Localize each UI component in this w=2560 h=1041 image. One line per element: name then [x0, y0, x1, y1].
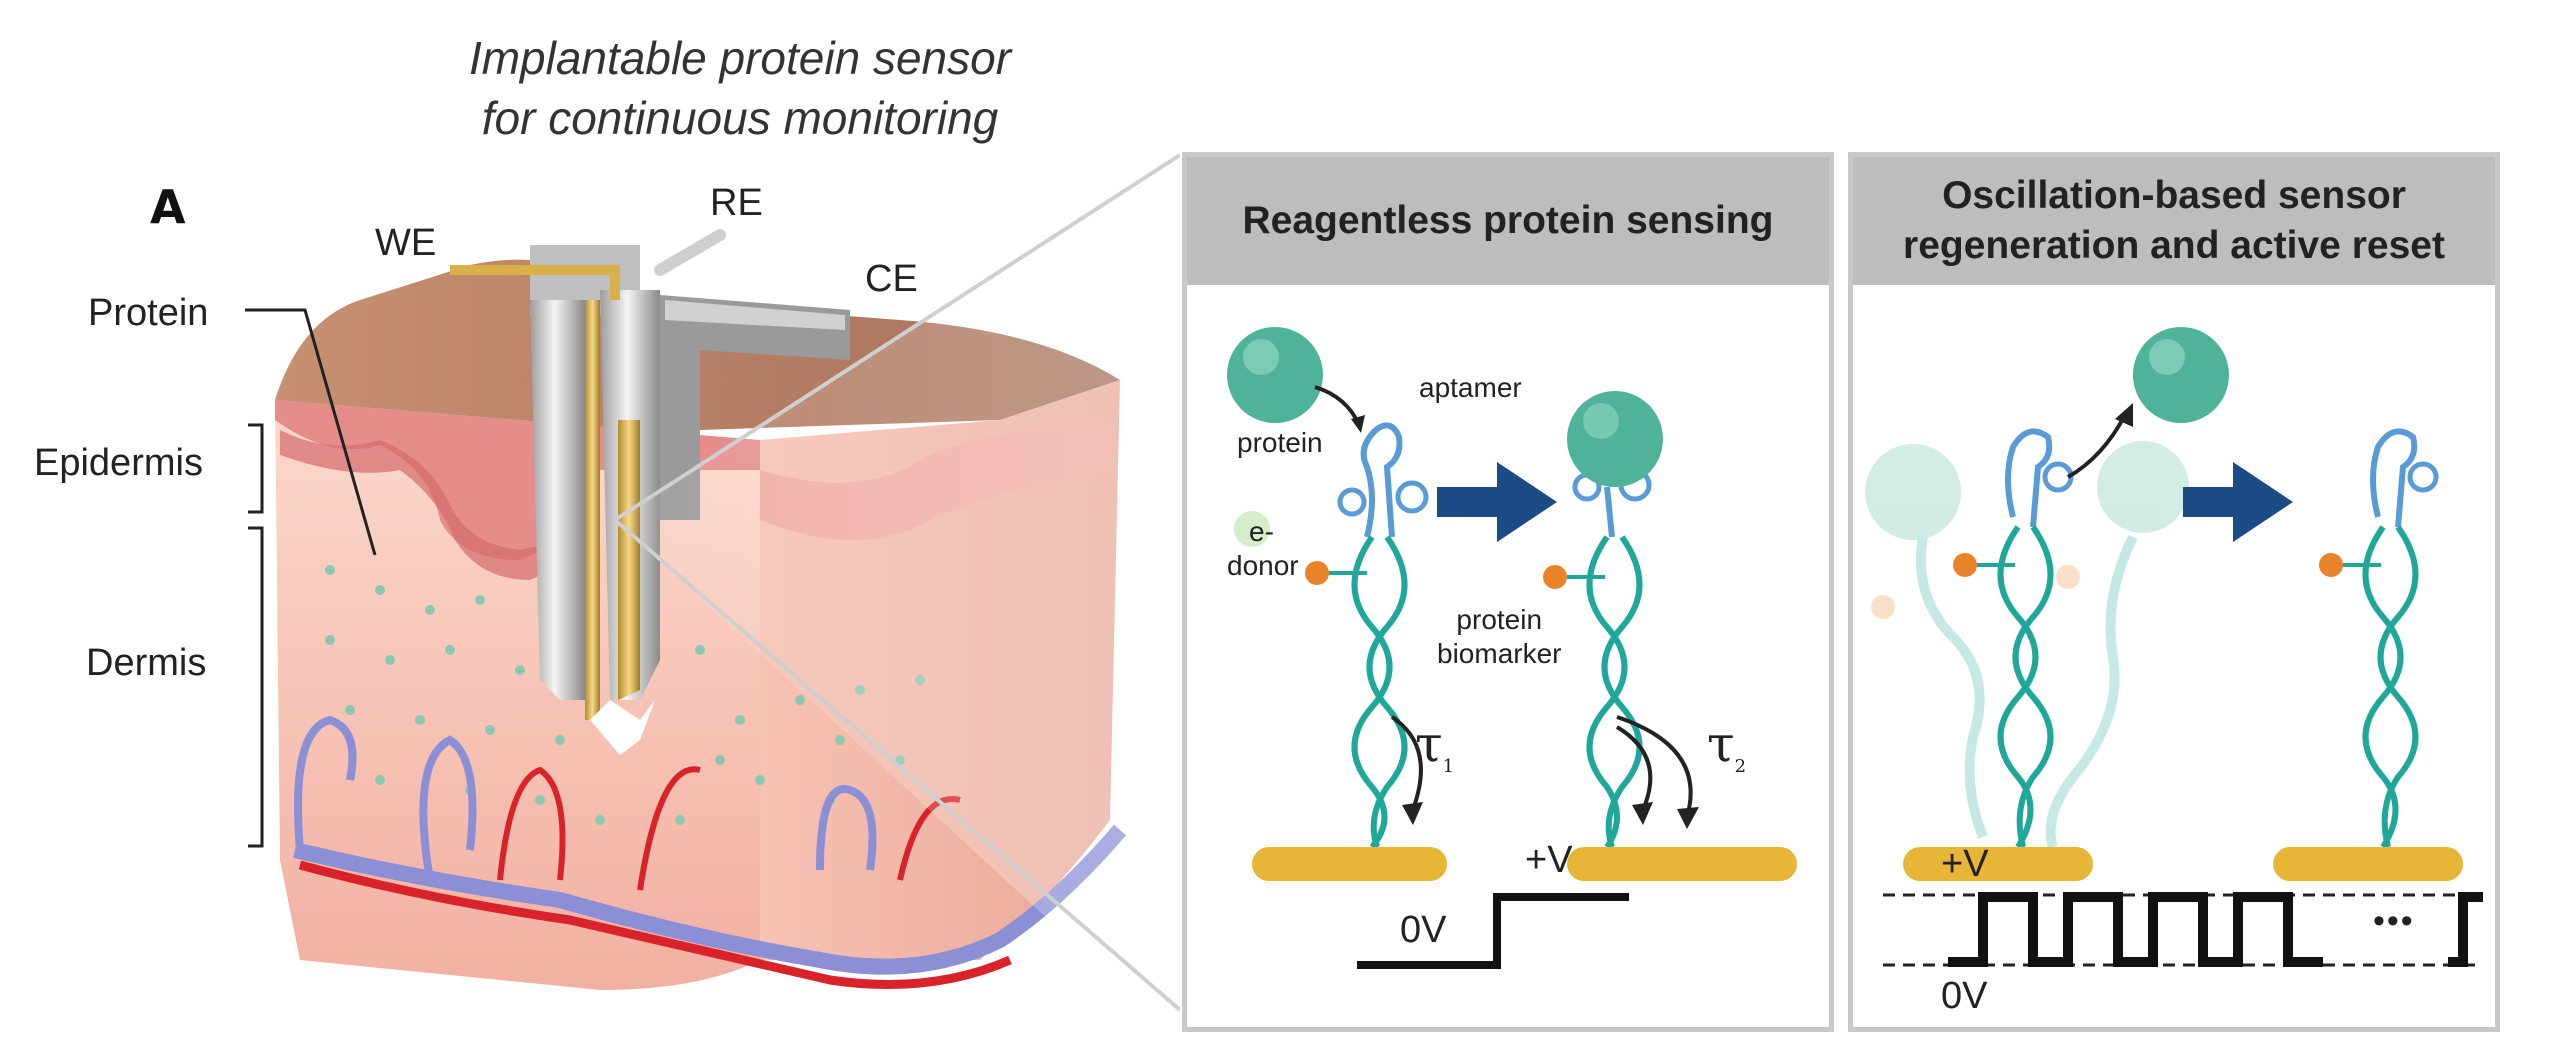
aptamer-strand: [1360, 422, 1403, 538]
tau1-symbol: τ: [1415, 715, 1443, 773]
figure-title-line1: Implantable protein sensor: [468, 32, 1012, 84]
gold-electrode-4: [2273, 847, 2463, 881]
voltage-low-label: 0V: [1400, 909, 1447, 951]
aptamer-text: aptamer: [1419, 372, 1522, 403]
protein-text: protein: [1237, 427, 1323, 458]
figure-title: Implantable protein sensor for continuou…: [360, 28, 1120, 148]
protein-sphere: [1227, 327, 1323, 423]
gold-electrode-2: [1567, 847, 1797, 881]
skin-illustration: [245, 153, 1180, 1041]
protein-label: Protein: [88, 292, 209, 334]
reset-arrow: [2183, 462, 2293, 542]
bound-protein-sphere: [1567, 391, 1663, 487]
electron-donor: [1305, 561, 1329, 585]
panel-sensing-header: Reagentless protein sensing: [1187, 157, 1829, 285]
biomarker-line2: biomarker: [1437, 638, 1562, 669]
biomarker-text: protein biomarker: [1437, 603, 1561, 671]
edonor-line1: e-: [1249, 516, 1274, 547]
regen-diagram: [1865, 327, 2483, 967]
edonor-text: e- donor: [1227, 515, 1299, 583]
biomarker-line1: protein: [1456, 604, 1543, 635]
epidermis-bracket: [248, 423, 264, 514]
panel-sensing-header-text: Reagentless protein sensing: [1242, 199, 1774, 242]
tau2-label: τ2: [1707, 715, 1746, 777]
magnify-cone: [615, 160, 1180, 1041]
panel-regen-header: Oscillation-based sensor regeneration an…: [1853, 157, 2495, 285]
protein-leader: [245, 308, 377, 556]
panel-regen-header-text: Oscillation-based sensor regeneration an…: [1903, 174, 2445, 267]
edonor-line2: donor: [1227, 550, 1299, 581]
we-label: WE: [375, 222, 437, 264]
sensing-diagram: [1227, 327, 1797, 969]
dna-helix: [1351, 535, 1393, 849]
tau2-symbol: τ: [1707, 715, 1735, 773]
probe-electrode: [450, 229, 850, 755]
vein-base: [293, 824, 1127, 975]
artery-base: [298, 860, 1012, 989]
released-protein: [2133, 327, 2229, 423]
regen-voltage-high-label: +V: [1941, 843, 1989, 885]
transition-arrow: [1437, 462, 1557, 542]
tau2-subscript: 2: [1734, 756, 1747, 777]
tau1-subscript: 1: [1442, 756, 1455, 777]
square-wave: [1948, 892, 2323, 967]
vein: [294, 715, 877, 881]
tau1-label: τ1: [1415, 715, 1454, 777]
panel-sensing: Reagentless protein sensing: [1182, 152, 1834, 1032]
voltage-high-label: +V: [1525, 839, 1573, 881]
epidermis-label: Epidermis: [34, 442, 203, 484]
ce-label: CE: [865, 258, 918, 300]
dermis-bracket: [248, 526, 264, 848]
figure-title-line2: for continuous monitoring: [481, 92, 999, 144]
gold-electrode-1: [1252, 847, 1447, 881]
ellipsis: •••: [2373, 902, 2415, 940]
regen-voltage-low-label: 0V: [1941, 975, 1988, 1017]
gold-electrode-3: [1903, 847, 2093, 881]
panel-regen: Oscillation-based sensor regeneration an…: [1848, 152, 2500, 1032]
dermis-label: Dermis: [86, 642, 207, 684]
voltage-step: [1357, 893, 1629, 969]
re-label: RE: [710, 182, 763, 224]
panel-letter: A: [150, 180, 186, 234]
